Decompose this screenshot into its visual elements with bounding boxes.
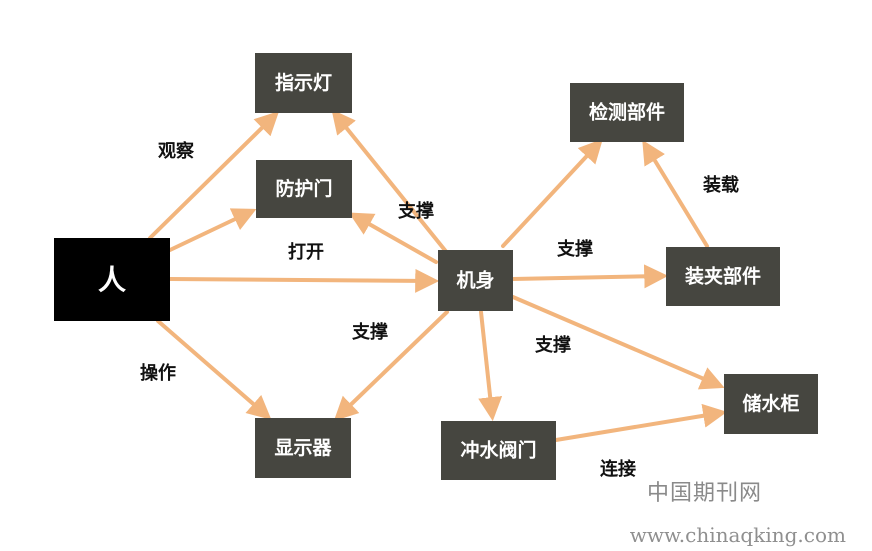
edge-valve-to-tank	[554, 403, 728, 442]
node-indicator: 指示灯	[255, 53, 352, 113]
edge-body-to-display	[333, 310, 449, 421]
watermark-url: www.chinaqking.com	[630, 523, 846, 547]
edges	[148, 109, 728, 442]
node-indicator-label: 指示灯	[275, 72, 332, 94]
node-display: 显示器	[255, 418, 351, 478]
node-door-label: 防护门	[275, 177, 332, 200]
edge-label-mount: 装载	[703, 174, 739, 196]
node-clamp-label: 装夹部件	[684, 265, 761, 288]
node-body: 机身	[438, 250, 513, 311]
node-clamp: 装夹部件	[666, 247, 780, 306]
edge-label-support-right: 支撑	[556, 238, 593, 260]
edge-body-to-door	[348, 212, 438, 264]
edge-person-to-body	[168, 268, 440, 293]
edge-clamp-to-detector	[642, 139, 709, 248]
node-person-label: 人	[98, 264, 126, 297]
node-tank: 储水柜	[724, 374, 818, 434]
watermark-name: 中国期刊网	[647, 481, 762, 506]
node-display-label: 显示器	[274, 437, 332, 459]
node-tank-label: 储水柜	[742, 392, 799, 415]
node-door: 防护门	[256, 160, 352, 218]
watermark: 中国期刊网 www.chinaqking.com	[630, 481, 846, 547]
edge-label-support-lower: 支撑	[351, 321, 388, 343]
edge-label-support-tank: 支撑	[534, 334, 571, 356]
edge-label-operate: 操作	[140, 362, 176, 384]
node-valve-label: 冲水阀门	[460, 439, 536, 462]
edge-label-open: 打开	[288, 241, 324, 263]
node-valve: 冲水阀门	[441, 421, 556, 480]
edge-body-to-clamp	[511, 264, 669, 289]
edge-person-to-door	[168, 208, 257, 252]
nodes: 人 指示灯 防护门 显示器 机身 检测部件 装夹部件 储水柜	[54, 53, 818, 480]
edge-person-to-display	[156, 319, 272, 420]
edge-label-support-upper: 支撑	[397, 200, 434, 222]
node-detector: 检测部件	[570, 83, 684, 142]
edge-label-observe: 观察	[158, 140, 195, 162]
edge-person-to-indicator	[148, 110, 280, 240]
node-person: 人	[54, 238, 170, 321]
edge-label-connect: 连接	[600, 458, 636, 480]
edge-body-to-tank	[511, 295, 725, 390]
node-detector-label: 检测部件	[589, 101, 665, 124]
edge-body-to-indicator	[331, 109, 450, 256]
node-body-label: 机身	[456, 269, 494, 292]
edge-body-to-valve	[478, 310, 503, 422]
edge-labels: 观察 打开 操作 支撑 支撑 支撑 支撑 装载 连接	[140, 140, 739, 480]
edge-body-to-detector	[501, 138, 603, 248]
